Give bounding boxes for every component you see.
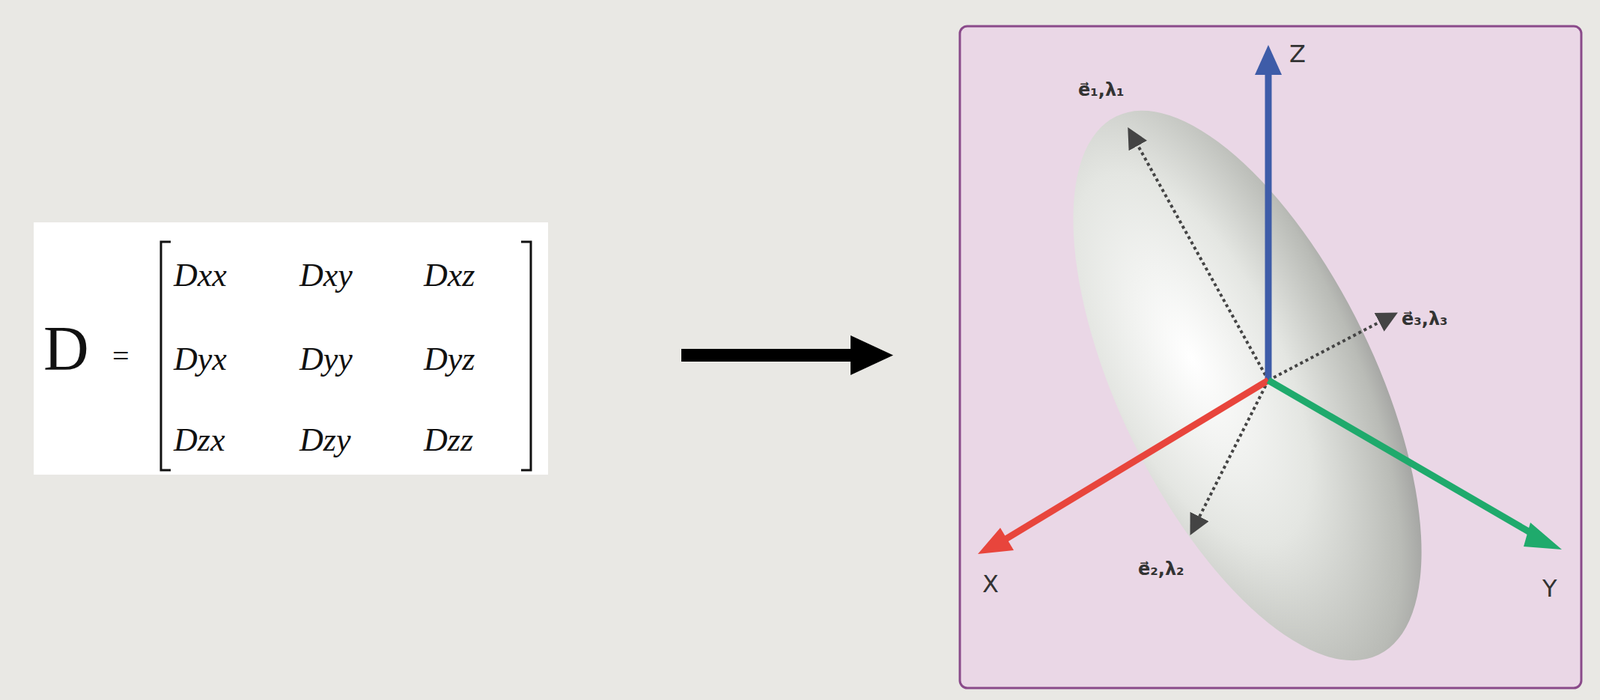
- matrix-entry: Dzz: [423, 423, 474, 457]
- axis-label: Y: [1542, 576, 1558, 601]
- matrix-entry: Dzx: [173, 423, 225, 457]
- matrix-entry: Dxz: [423, 259, 475, 292]
- matrix-symbol: D: [43, 317, 90, 381]
- axis-label: Z: [1289, 41, 1306, 66]
- matrix-entry: Dzy: [299, 423, 351, 457]
- matrix-brackets: [160, 241, 531, 471]
- eigenvector-label: e⃗₂,λ₂: [1138, 560, 1185, 579]
- diffusion-ellipsoid: [1001, 60, 1493, 700]
- matrix-entry: Dyx: [173, 342, 227, 376]
- matrix-entry: Dxx: [173, 259, 227, 292]
- matrix-entry: Dyy: [299, 342, 353, 376]
- matrix-entry: Dxy: [299, 259, 353, 292]
- equals-sign: =: [112, 341, 130, 372]
- eigenvector: [1129, 131, 1395, 532]
- eigenvector-label: e⃗₁,λ₁: [1078, 80, 1125, 99]
- matrix-entry: Dyz: [423, 342, 475, 376]
- axis: [977, 44, 1562, 555]
- matrix-box: [33, 222, 549, 475]
- eigenvector-label: e⃗₃,λ₃: [1401, 309, 1449, 328]
- transform-arrow: [681, 335, 894, 376]
- axis-label: X: [982, 572, 999, 596]
